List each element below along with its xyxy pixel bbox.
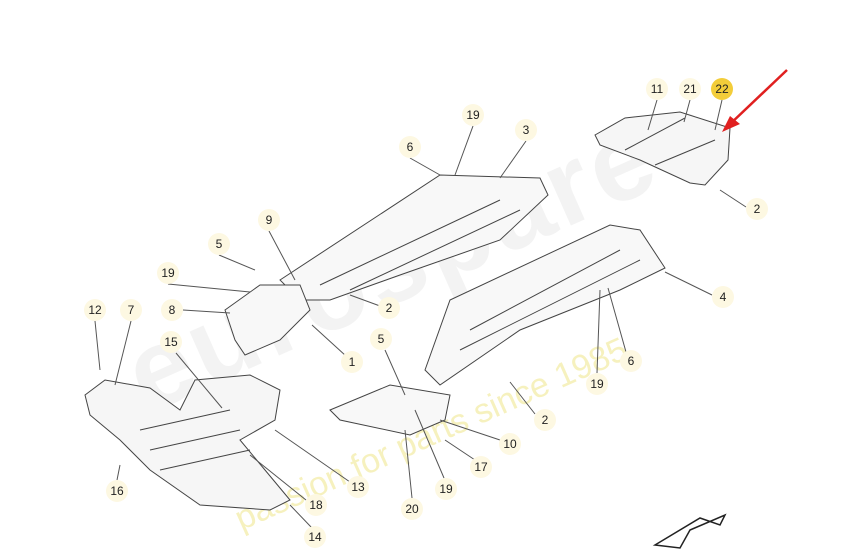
callout-18[interactable]: 18: [305, 494, 327, 516]
callout-7[interactable]: 7: [120, 299, 142, 321]
part-side-panel-3: [279, 174, 549, 301]
callout-2[interactable]: 2: [378, 297, 400, 319]
callout-17[interactable]: 17: [470, 456, 492, 478]
part-bracket-10: [329, 384, 451, 436]
part-front-undertray: [84, 374, 291, 511]
callout-6[interactable]: 6: [399, 136, 421, 158]
callout-19[interactable]: 19: [462, 104, 484, 126]
callout-21[interactable]: 21: [679, 78, 701, 100]
highlight-arrow-icon: [722, 69, 788, 132]
callout-8[interactable]: 8: [161, 299, 183, 321]
callout-2[interactable]: 2: [534, 409, 556, 431]
callout-4[interactable]: 4: [712, 286, 734, 308]
callout-22-highlighted[interactable]: 22: [711, 78, 733, 100]
callout-19[interactable]: 19: [157, 262, 179, 284]
callout-2[interactable]: 2: [746, 198, 768, 220]
callout-3[interactable]: 3: [515, 119, 537, 141]
callout-19[interactable]: 19: [586, 373, 608, 395]
leader-lines: [94, 99, 747, 529]
callout-5[interactable]: 5: [370, 328, 392, 350]
callout-13[interactable]: 13: [347, 476, 369, 498]
direction-arrow-icon: [652, 513, 727, 549]
callout-12[interactable]: 12: [84, 299, 106, 321]
callout-10[interactable]: 10: [499, 433, 521, 455]
callout-16[interactable]: 16: [106, 480, 128, 502]
callout-20[interactable]: 20: [401, 498, 423, 520]
part-rear-undertray: [594, 111, 731, 186]
callout-15[interactable]: 15: [160, 331, 182, 353]
callout-6[interactable]: 6: [620, 350, 642, 372]
callout-5[interactable]: 5: [208, 233, 230, 255]
callout-19[interactable]: 19: [435, 478, 457, 500]
callout-9[interactable]: 9: [258, 209, 280, 231]
callout-1[interactable]: 1: [341, 351, 363, 373]
part-floor-panel-4: [424, 224, 666, 386]
callout-11[interactable]: 11: [646, 78, 668, 100]
part-front-bracket-8: [224, 284, 311, 356]
callout-14[interactable]: 14: [304, 526, 326, 548]
